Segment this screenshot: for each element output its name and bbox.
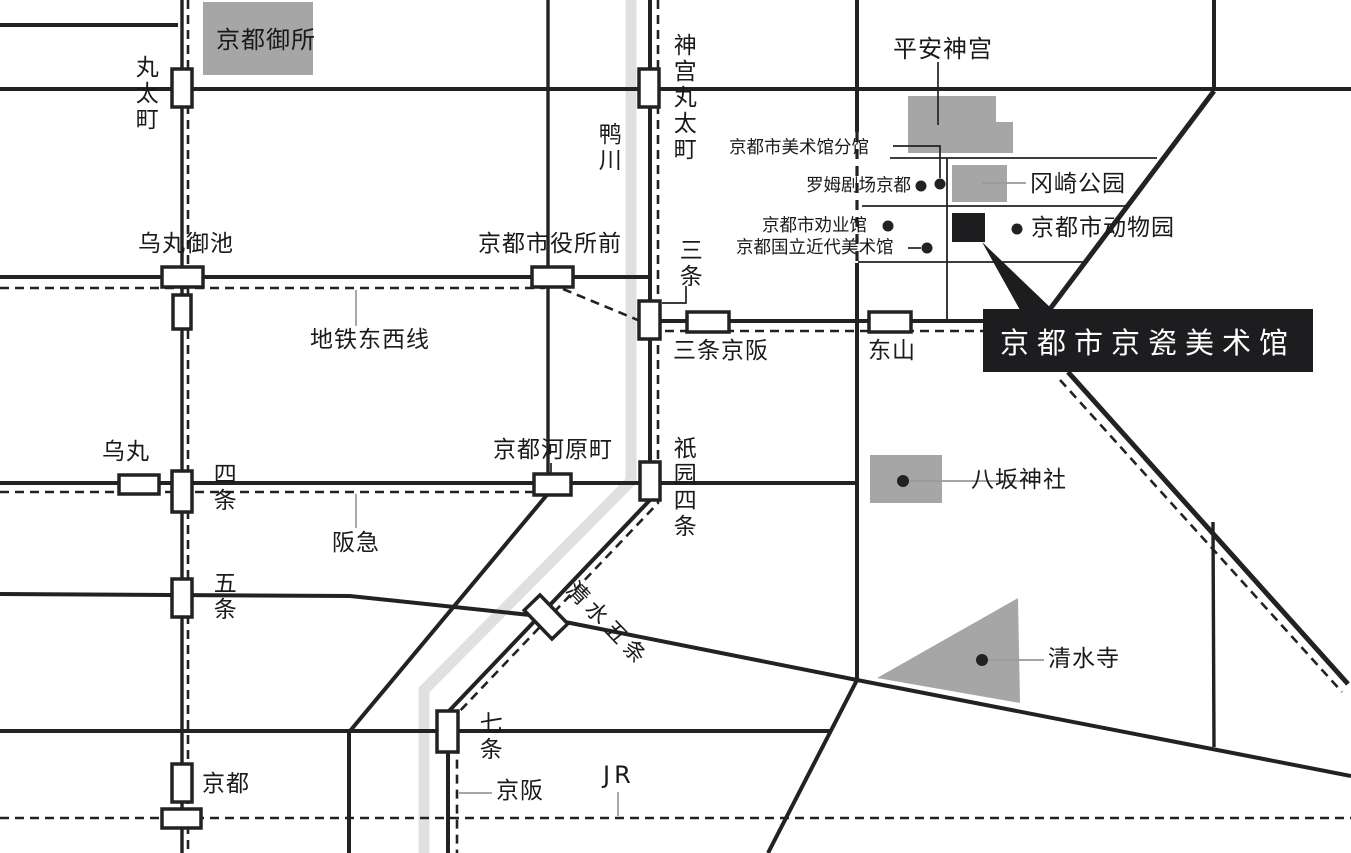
kiyomizu-dot	[976, 654, 988, 666]
station-marker-sanjo-keihan	[637, 299, 662, 341]
bunkan-leader	[893, 145, 941, 178]
poi-bullets	[882, 178, 1023, 666]
station-marker-shiyakusho-mae	[530, 265, 575, 289]
kamogawa-label: 鸭川	[594, 122, 621, 174]
gion-shijo-label: 祇园四条	[669, 436, 696, 540]
shichijo-label: 七条	[475, 711, 502, 763]
station-marker-higashiyama	[867, 310, 913, 334]
kyocera-museum-callout-label: 京都市京瓷美术馆	[999, 325, 1296, 360]
heian-shrine-building	[908, 96, 1013, 153]
kyocera-museum-building	[952, 213, 985, 242]
kyocera-museum-callout: 京都市京瓷美术馆	[983, 309, 1313, 372]
sanjo-leader	[662, 286, 687, 304]
station-markers	[117, 67, 913, 830]
rohm-label: 罗姆剧场京都	[806, 176, 911, 196]
zoo-dot	[1011, 223, 1023, 235]
bunkan-dot	[934, 178, 946, 190]
station-marker-karasuma-hankyu	[117, 473, 161, 496]
jingu-marutamachi-label: 神宫丸太町	[669, 33, 696, 163]
station-marker-gojo	[170, 577, 194, 619]
station-marker-shichijo	[435, 709, 460, 754]
karasuma-label: 乌丸	[102, 439, 150, 465]
station-marker-kawaramachi	[532, 472, 573, 497]
yasaka-dot	[897, 475, 909, 487]
station-marker-kyoto-jr	[160, 807, 203, 830]
sanjo-label: 三条	[675, 238, 702, 290]
callout-pointer	[982, 242, 1053, 310]
gojo-label: 五条	[209, 571, 236, 623]
station-marker-marutamachi	[170, 67, 194, 109]
station-marker-sanjo-keihan-tozai	[685, 310, 731, 334]
kangyokan-dot	[882, 220, 894, 232]
station-marker-karasuma-oike-tozai	[160, 265, 205, 289]
jr-label: JR	[603, 761, 635, 789]
kiyomizu-temple-block	[877, 598, 1020, 703]
thin-roads	[858, 157, 1157, 321]
karasuma-oike-label: 乌丸御池	[138, 231, 234, 257]
station-marker-karasuma-oike-karasuma	[171, 293, 193, 331]
station-marker-gion-shijo	[638, 460, 662, 502]
gosho-label: 京都御所	[216, 26, 316, 54]
kiyomizu-label: 清水寺	[1048, 646, 1120, 672]
kamo-river	[418, 0, 637, 853]
marutamachi-label: 丸太町	[131, 55, 158, 133]
rohm-dot	[915, 180, 927, 192]
shiyakusho-mae-label: 京都市役所前	[478, 231, 622, 257]
momak-label: 京都国立近代美术馆	[736, 238, 894, 258]
kangyokan-label: 京都市劝业馆	[762, 216, 867, 236]
sanjo-keihan-label: 三条京阪	[673, 338, 769, 364]
station-marker-kyoto	[170, 762, 194, 804]
heian-label: 平安神宫	[893, 35, 993, 63]
kawaramachi-label: 京都河原町	[493, 437, 613, 463]
momak-dot	[921, 242, 933, 254]
tozai-subway-line	[0, 286, 1343, 693]
bunkan-label: 京都市美术馆分馆	[729, 138, 869, 158]
higashiyama-label: 东山	[868, 338, 916, 364]
gosho-building	[203, 2, 313, 75]
okazaki-label: 冈崎公园	[1030, 171, 1126, 197]
shijo-label: 四条	[209, 462, 236, 514]
hankyu-label: 阪急	[332, 530, 380, 556]
station-marker-kiyomizu-gojo	[521, 592, 571, 642]
station-marker-shijo	[170, 469, 194, 514]
leader-lines	[355, 62, 1044, 816]
tozai-line-label: 地铁东西线	[310, 327, 430, 353]
yasaka-label: 八坂神社	[971, 467, 1067, 493]
station-marker-jingu-marutamachi	[637, 67, 661, 109]
keihan-label: 京阪	[496, 778, 544, 804]
kyoto-label: 京都	[202, 771, 250, 797]
zoo-label: 京都市动物园	[1031, 215, 1175, 241]
keihan-line-dashed	[455, 0, 660, 853]
